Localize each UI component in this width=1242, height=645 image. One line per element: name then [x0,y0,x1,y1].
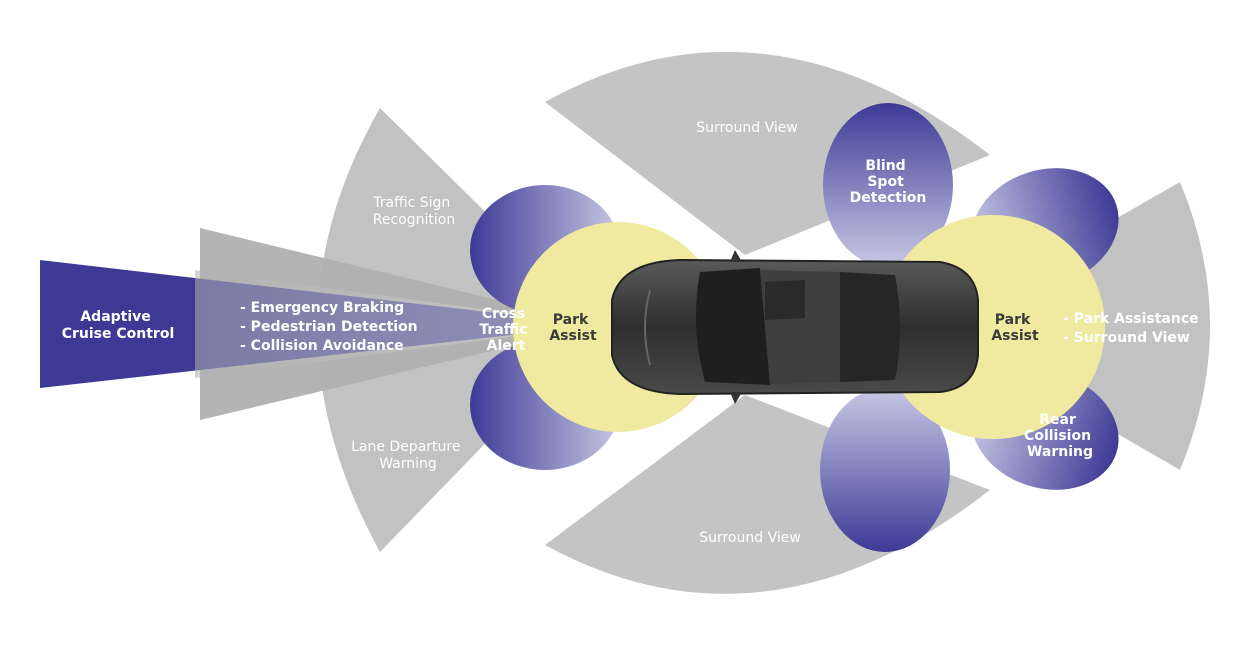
front-features-label: - Emergency Braking - Pedestrian Detecti… [240,300,423,354]
surround-view-top-zone [545,51,990,255]
car-top-view [611,250,979,404]
blind-spot-label: Blind Spot Detection [850,158,927,206]
park-assist-rear-label: Park Assist [991,312,1039,344]
surround-view-top-label: Surround View [696,120,798,136]
park-assist-front-label: Park Assist [549,312,597,344]
adaptive-cruise-fade [195,270,600,378]
adaptive-cruise-label: Adaptive Cruise Control [62,309,175,342]
surround-view-bottom-label: Surround View [699,530,801,546]
blind-spot-bottom-lobe [820,388,950,552]
cross-traffic-label: Cross Traffic Alert [479,306,532,354]
lane-departure-label: Lane Departure Warning [351,439,465,472]
rear-features-label: - Park Assistance - Surround View [1063,311,1204,346]
rear-collision-label: Rear Collision Warning [1024,412,1096,460]
blind-spot-top-lobe [823,103,953,267]
traffic-sign-label: Traffic Sign Recognition [372,195,455,228]
